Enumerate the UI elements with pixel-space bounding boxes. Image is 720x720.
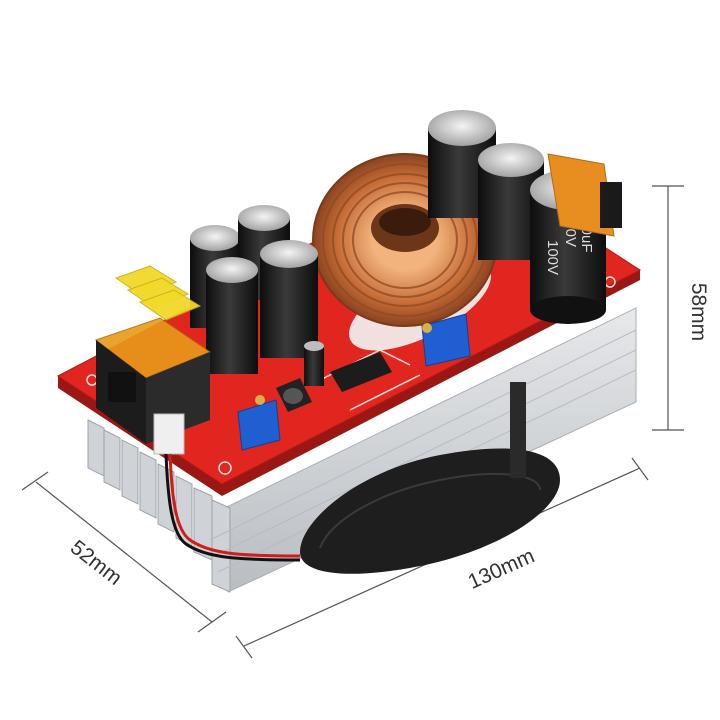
trimmer-potentiometer-icon: [237, 313, 471, 451]
ic-chip: [276, 352, 392, 412]
fuse-icon: [114, 265, 202, 321]
left-capacitors: [190, 205, 324, 386]
capacitor-icon: 470uF 100V 100V: [428, 110, 606, 324]
depth-label: 52mm: [66, 536, 126, 590]
fan-icon: [300, 382, 560, 574]
length-label: 130mm: [465, 544, 538, 593]
dimension-depth: [21, 471, 227, 633]
fan-connector: [153, 413, 301, 562]
height-label: 58mm: [687, 283, 710, 341]
heatsink: [87, 307, 637, 593]
orange-component: [547, 153, 622, 237]
dimension-height: [652, 185, 684, 431]
heatsink-fins: [87, 419, 231, 593]
capacitor-marking-3: 100V: [544, 240, 561, 275]
